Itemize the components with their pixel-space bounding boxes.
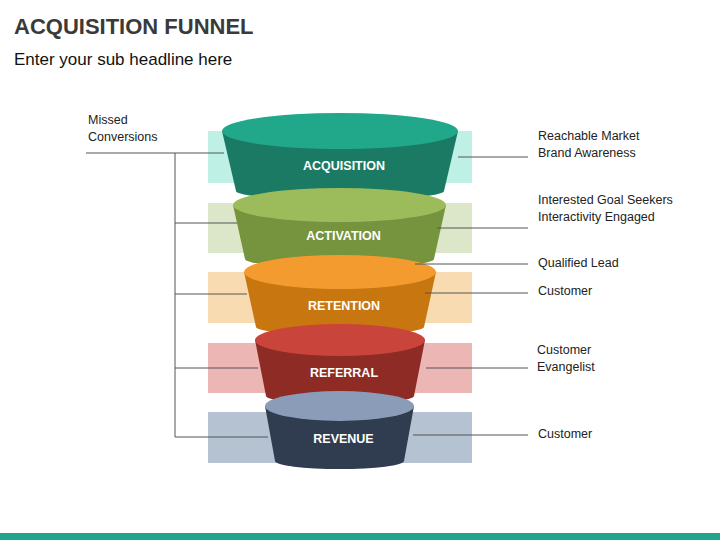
frustum-top [222,113,458,149]
stage-note: Customer [538,426,688,443]
frustum-top [265,391,414,421]
funnel-stage: REVENUE [265,391,414,469]
funnel-stage: ACQUISITION [222,113,458,200]
stage-name: RETENTION [244,298,436,314]
subtitle: Enter your sub headline here [14,49,414,71]
frustum-shape [265,391,414,469]
footer-bar [0,533,720,540]
stage-note: Reachable Market Brand Awareness [538,128,650,162]
side-note: Missed Conversions [88,112,168,146]
title: ACQUISITION FUNNEL [14,14,254,40]
stage-name: REFERRAL [255,365,425,381]
stage-note: Customer [538,283,688,300]
stage-name: ACQUISITION [222,158,458,174]
frustum-shape [222,113,458,200]
stage-note: Interested Goal Seekers Interactivity En… [538,192,698,226]
frustum-shape [244,255,436,335]
frustum-top [233,188,446,222]
stage-name: REVENUE [265,431,414,447]
stage-note: Customer Evangelist [537,342,609,376]
stage-note: Qualified Lead [538,255,688,272]
frustum-top [244,255,436,289]
frustum-top [255,324,425,356]
funnel-stage: RETENTION [244,255,436,335]
stage-name: ACTIVATION [233,228,446,244]
bracket [86,153,268,437]
